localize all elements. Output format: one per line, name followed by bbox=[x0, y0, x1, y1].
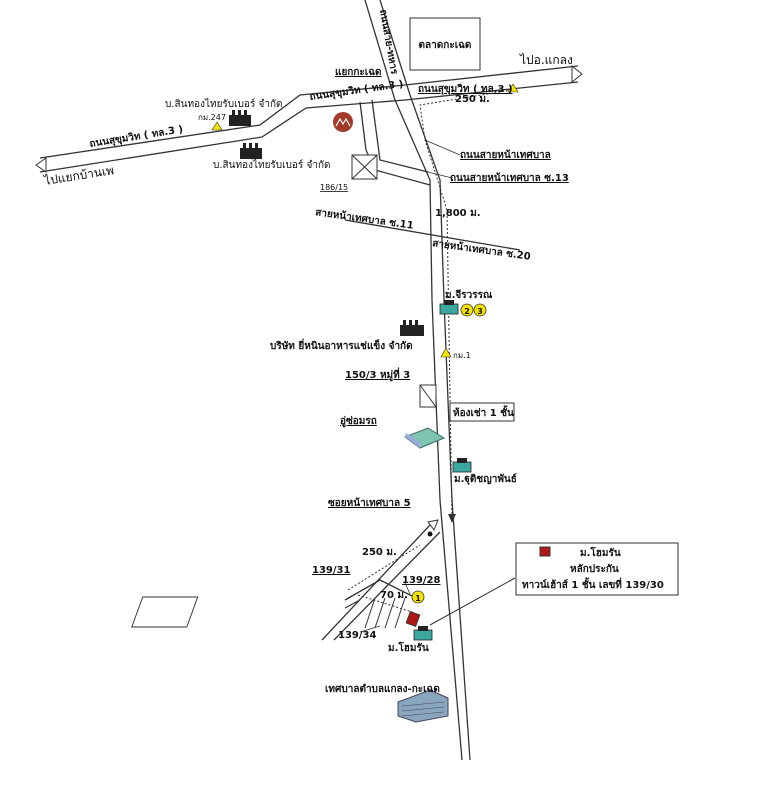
frozen-food-company-label: บริษัท ยี่หนินอาหารแช่แข็ง จำกัด bbox=[270, 338, 413, 352]
road-sukhumvit-left: ถนนสุขุมวิท ( ทล.3 ) bbox=[89, 123, 184, 150]
rubber-company-bottom: บ.สินทองไทยรับเบอร์ จำกัด bbox=[213, 159, 331, 171]
road-sukhumvit-right: ถนนสุขุมวิท ( ทล.3 ) bbox=[418, 83, 513, 95]
legend-collateral-swatch bbox=[539, 546, 551, 557]
to-ban-phe-label: ไปแยกบ้านเพ bbox=[42, 163, 115, 188]
km-marker-icon bbox=[211, 121, 223, 131]
distance-70: 70 ม. bbox=[380, 590, 408, 601]
soi-11-label: สายหน้าเทศบาล ซ.11 bbox=[315, 206, 415, 232]
village-thuti-label: ม.ฐุติชญาพันธ์ bbox=[454, 473, 517, 485]
municipality-logo-icon bbox=[333, 112, 353, 132]
svg-text:1: 1 bbox=[415, 594, 421, 603]
rental-room-label: ห้องเช่า 1 ชั้น bbox=[453, 405, 514, 419]
marker-2: 2 bbox=[460, 303, 474, 317]
km-marker-icon bbox=[507, 83, 519, 93]
townhouse-block bbox=[131, 579, 421, 629]
soi-5-label: ซอยหน้าเทศบาล 5 bbox=[328, 497, 411, 509]
village-building-icon bbox=[452, 458, 472, 473]
to-klaeng-label: ไปอ.แกลง bbox=[519, 53, 573, 67]
legend-line3: ทาวน์เฮ้าส์ 1 ชั้น เลขที่ 139/30 bbox=[522, 577, 664, 591]
garage-icon bbox=[403, 427, 446, 449]
factory-icon bbox=[240, 143, 262, 159]
market-box bbox=[409, 17, 481, 71]
distance-1800: 1,800 ม. bbox=[435, 208, 481, 219]
factory-icon bbox=[229, 110, 251, 126]
collateral-marker-icon bbox=[405, 611, 421, 627]
municipality-label: เทศบาลตำบลแกลง-กะเฉด bbox=[325, 683, 440, 695]
village-jirawan-label: ม.จีรวรรณ bbox=[445, 289, 493, 301]
house-139-31-label: 139/31 bbox=[312, 565, 350, 576]
road-municipal-13-label: ถนนสายหน้าเทศบาล ซ.13 bbox=[450, 172, 569, 184]
house-186-label: 186/15 bbox=[320, 183, 348, 192]
factory-icon bbox=[400, 320, 424, 336]
house-150-label: 150/3 หมู่ที่ 3 bbox=[345, 367, 410, 382]
km-marker-icon bbox=[440, 347, 452, 358]
soi-5-road bbox=[321, 519, 441, 641]
sukhumvit-road bbox=[35, 64, 583, 173]
marker-3: 3 bbox=[473, 303, 487, 317]
soi-20-label: สายหน้าเทศบาล ซ.20 bbox=[432, 237, 532, 263]
legend-line2: หลักประกัน bbox=[570, 563, 619, 575]
rubber-company-top: บ.สินทองไทยรับเบอร์ จำกัด bbox=[165, 98, 283, 110]
rental-room-box bbox=[449, 402, 515, 422]
village-homrun-label: ม.โฮมรัน bbox=[388, 641, 429, 654]
market-label: ตลาดกะเฉด bbox=[419, 40, 472, 51]
distance-250-bottom: 250 ม. bbox=[362, 547, 397, 558]
village-building-icon bbox=[439, 300, 459, 315]
main-vertical-road bbox=[364, 0, 471, 761]
garage-label: อู่ซ่อมรถ bbox=[340, 415, 377, 428]
marker-1: 1 bbox=[411, 590, 425, 604]
svg-text:3: 3 bbox=[477, 307, 483, 316]
distance-250-top: 250 ม. bbox=[455, 94, 490, 105]
soi-11-20-road bbox=[344, 219, 521, 251]
km-1-label: กม.1 bbox=[453, 351, 471, 360]
road-municipal-label: ถนนสายหน้าเทศบาล bbox=[460, 149, 551, 161]
junction-label: แยกกะเฉด bbox=[335, 67, 382, 78]
road-sukhumvit-mid: ถนนสุขุมวิท ( ทล.3 ) bbox=[309, 78, 404, 103]
village-building-icon bbox=[413, 626, 433, 641]
road-vertical-label: ถนนสาย-ทหาร bbox=[377, 9, 399, 76]
house-139-28-label: 139/28 bbox=[402, 575, 440, 586]
svg-text:2: 2 bbox=[464, 307, 470, 316]
municipality-building-icon bbox=[397, 689, 449, 723]
legend-title: ม.โฮมรัน bbox=[580, 546, 621, 559]
house-139-34-label: 139/34 bbox=[338, 630, 376, 641]
km-247-label: กม.247 bbox=[198, 113, 226, 122]
